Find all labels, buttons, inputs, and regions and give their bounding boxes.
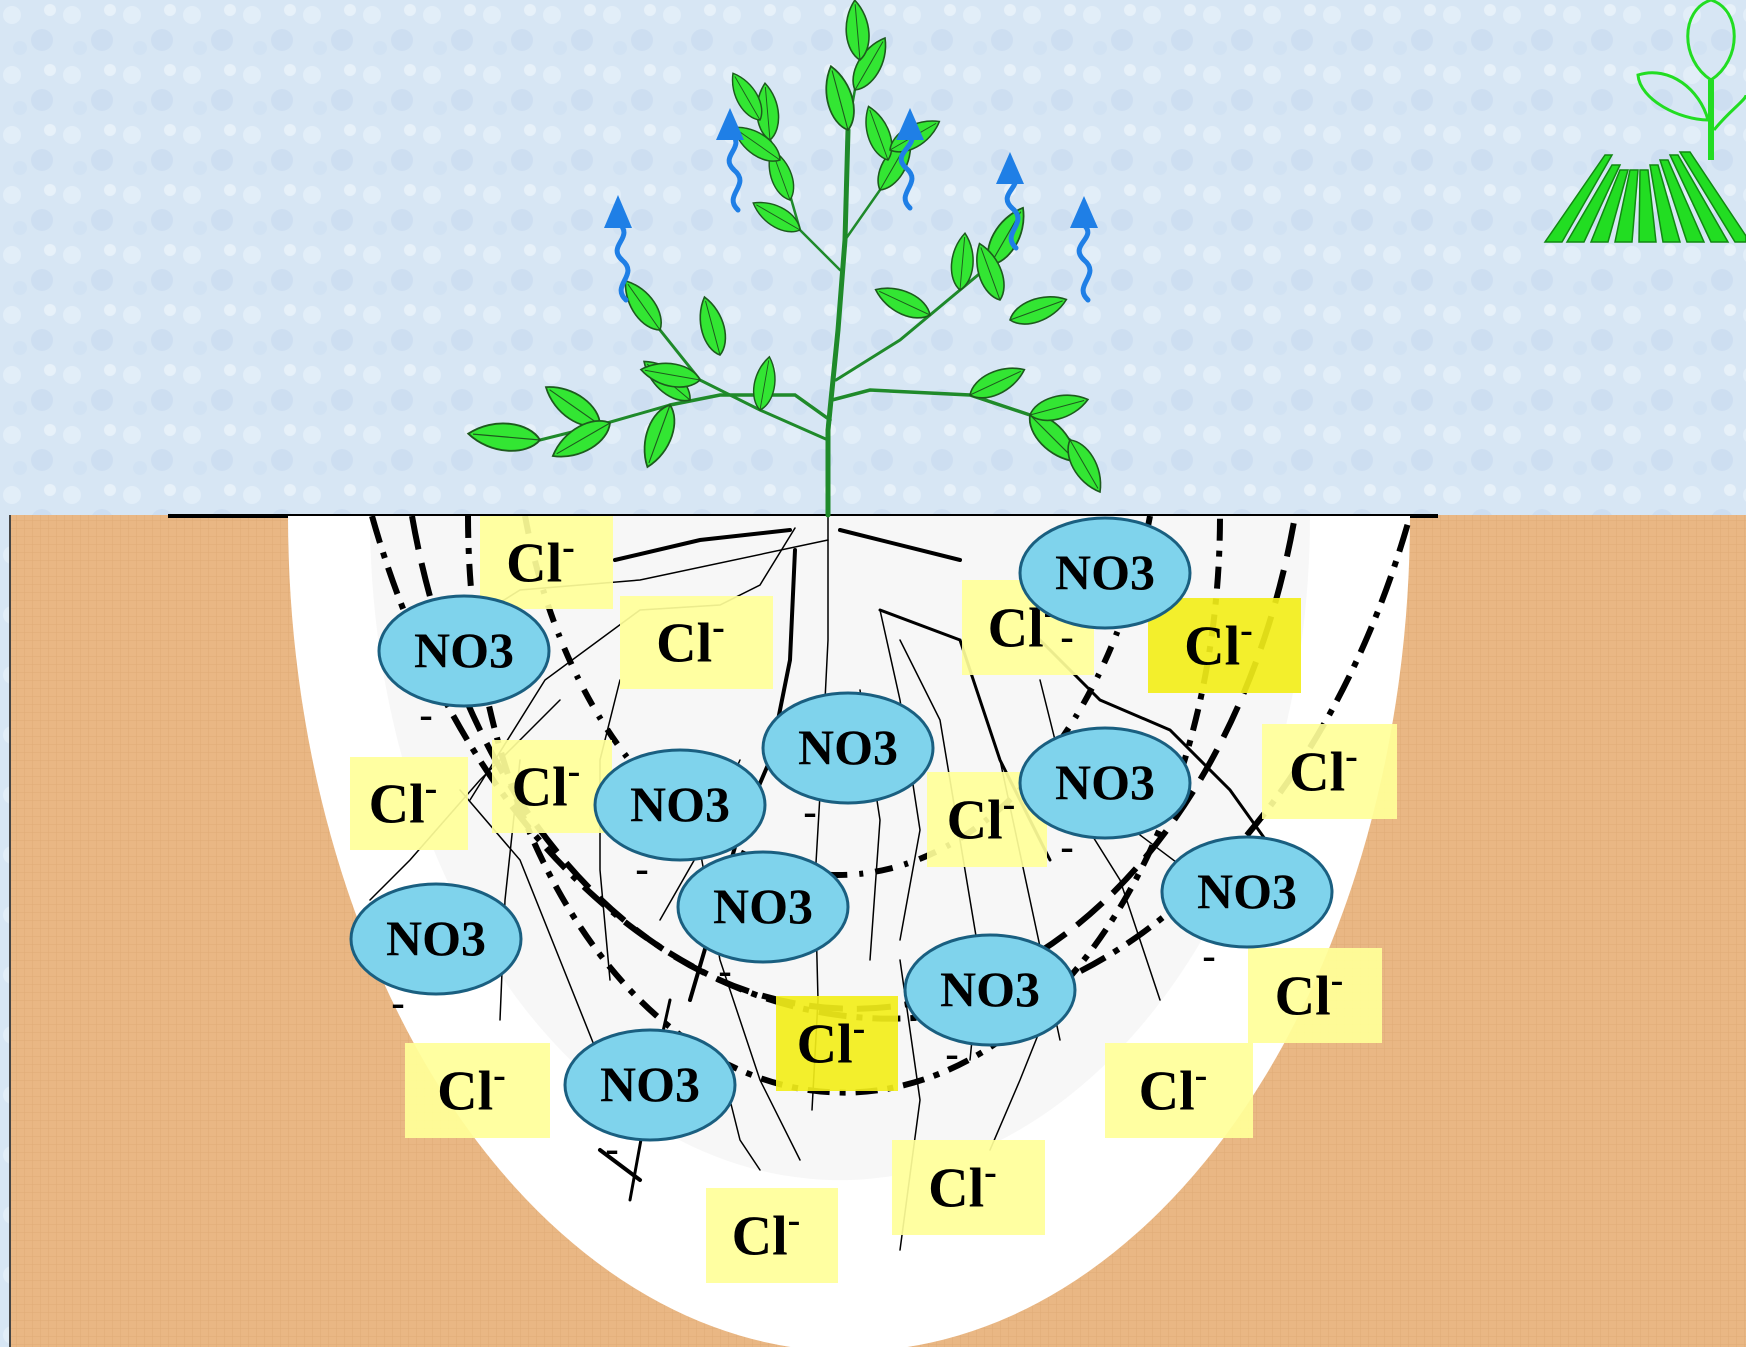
chloride-symbol: Cl <box>369 774 425 836</box>
chloride-symbol: Cl <box>1289 742 1345 804</box>
nitrate-charge: - <box>1202 933 1215 978</box>
chloride-charge: - <box>712 607 725 649</box>
chloride-charge: - <box>853 1008 866 1050</box>
nitrate-charge: - <box>419 692 432 737</box>
chloride-symbol: Cl <box>732 1206 788 1268</box>
nitrate-formula: NO3 <box>713 878 813 934</box>
chloride-charge: - <box>1195 1055 1208 1097</box>
chloride-ion: Cl- <box>350 757 468 850</box>
chloride-charge: - <box>984 1152 997 1194</box>
nitrate-charge: - <box>391 980 404 1025</box>
nitrate-charge: - <box>635 846 648 891</box>
chloride-symbol: Cl <box>988 598 1044 660</box>
chloride-ion: Cl- <box>405 1043 550 1138</box>
nitrate-formula: NO3 <box>630 776 730 832</box>
chloride-symbol: Cl <box>656 613 712 675</box>
chloride-charge: - <box>493 1055 506 1097</box>
chloride-charge: - <box>425 768 438 810</box>
chloride-symbol: Cl <box>506 533 562 595</box>
chloride-symbol: Cl <box>1184 616 1240 678</box>
chloride-ion: Cl- <box>492 740 612 833</box>
chloride-charge: - <box>562 527 575 569</box>
chloride-symbol: Cl <box>437 1061 493 1123</box>
chloride-ion: Cl- <box>1105 1043 1253 1138</box>
chloride-ion: Cl- <box>776 996 898 1091</box>
nitrate-formula: NO3 <box>414 622 514 678</box>
nitrate-formula: NO3 <box>600 1056 700 1112</box>
chloride-ion: Cl- <box>892 1140 1045 1235</box>
chloride-charge: - <box>1331 960 1344 1002</box>
chloride-ion: Cl- <box>1262 724 1397 819</box>
chloride-symbol: Cl <box>797 1014 853 1076</box>
chloride-ion: Cl- <box>1148 598 1301 693</box>
nitrate-formula: NO3 <box>386 910 486 966</box>
nitrate-formula: NO3 <box>1055 544 1155 600</box>
chloride-charge: - <box>1240 610 1253 652</box>
chloride-symbol: Cl <box>947 790 1003 852</box>
nitrate-charge: - <box>1060 824 1073 869</box>
chloride-symbol: Cl <box>1139 1061 1195 1123</box>
chloride-symbol: Cl <box>512 757 568 819</box>
chloride-charge: - <box>568 751 581 793</box>
nitrate-formula: NO3 <box>798 719 898 775</box>
nitrate-charge: - <box>605 1126 618 1171</box>
chloride-symbol: Cl <box>1275 966 1331 1028</box>
nitrate-charge: - <box>945 1031 958 1076</box>
chloride-ion: Cl- <box>620 596 773 689</box>
chloride-ion: Cl- <box>706 1188 838 1283</box>
chloride-charge: - <box>1345 736 1358 778</box>
chloride-symbol: Cl <box>928 1158 984 1220</box>
nitrate-charge: - <box>803 789 816 834</box>
chloride-ion: Cl- <box>1248 948 1382 1043</box>
chloride-charge: - <box>1003 784 1016 826</box>
nitrate-formula: NO3 <box>940 961 1040 1017</box>
nitrate-formula: NO3 <box>1055 754 1155 810</box>
nitrate-charge: - <box>718 948 731 993</box>
chloride-charge: - <box>788 1200 801 1242</box>
chloride-ion: Cl- <box>480 516 613 609</box>
nitrate-formula: NO3 <box>1197 863 1297 919</box>
nitrate-charge: - <box>1060 614 1073 659</box>
